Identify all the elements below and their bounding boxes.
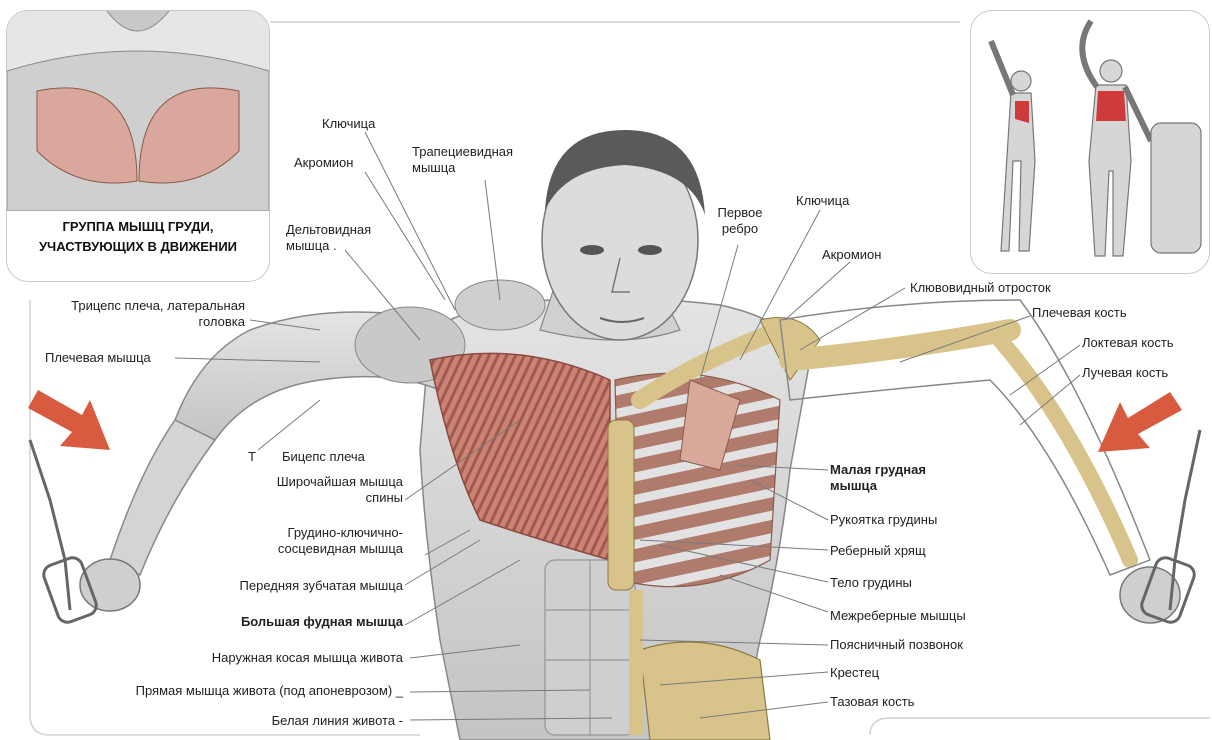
label-rebernyi: Реберный хрящ: [830, 543, 926, 559]
caption-line-1: ГРУППА МЫШЦ ГРУДИ,: [7, 217, 269, 237]
label-grudino: Грудино-ключично- сосцевидная мышца: [220, 525, 403, 557]
label-line: мышца: [830, 478, 926, 494]
label-luchevaya: Лучевая кость: [1082, 365, 1168, 381]
label-biceps: Бицепс плеча: [282, 449, 365, 465]
chest-closeup-illustration: [7, 11, 269, 211]
frame-right: [870, 718, 1210, 735]
eye-left: [580, 245, 604, 255]
label-line: Дельтовидная: [286, 222, 371, 238]
label-tazovaya: Тазовая кость: [830, 694, 914, 710]
label-klyuvovidny: Клювовидный отросток: [910, 280, 1051, 296]
label-pervoe-rebro: Первое ребро: [712, 205, 768, 237]
label-line: Трицепс плеча, латеральная: [30, 298, 245, 314]
label-plechevaya-myshtsa: Плечевая мышца: [45, 350, 151, 366]
caption: ГРУППА МЫШЦ ГРУДИ, УЧАСТВУЮЩИХ В ДВИЖЕНИ…: [7, 217, 269, 257]
sternum: [608, 420, 634, 590]
caption-line-2: УЧАСТВУЮЩИХ В ДВИЖЕНИИ: [7, 237, 269, 257]
label-line: Грудино-ключично-: [220, 525, 403, 541]
label-line: головка: [30, 314, 245, 330]
label-bolshaya: Большая фудная мышца: [180, 614, 403, 630]
label-line: мышца: [412, 160, 513, 176]
label-t-marker: Т: [248, 449, 256, 465]
label-line: Трапециевидная: [412, 144, 513, 160]
label-telo: Тело грудины: [830, 575, 912, 591]
label-line: Малая грудная: [830, 462, 926, 478]
label-perednyaya: Передняя зубчатая мышца: [200, 578, 403, 594]
label-akromion-right: Акромион: [822, 247, 881, 263]
label-klyuchitsa-top: Ключица: [322, 116, 375, 132]
label-akromion-left: Акромион: [294, 155, 353, 171]
label-naruzhnaya: Наружная косая мышца живота: [140, 650, 403, 666]
label-line: спины: [220, 490, 403, 506]
pull-direction-arrow-right-icon: [1098, 392, 1182, 452]
label-rukoyatka: Рукоятка грудины: [830, 512, 937, 528]
label-deltovidnaya: Дельтовидная мышца .: [286, 222, 371, 254]
label-klyuchitsa-right: Ключица: [796, 193, 849, 209]
label-triceps: Трицепс плеча, латеральная головка: [30, 298, 245, 330]
pelvis: [640, 642, 770, 740]
label-line: Первое: [712, 205, 768, 221]
eye-right: [638, 245, 662, 255]
chest-muscle-inset: ГРУППА МЫШЦ ГРУДИ, УЧАСТВУЮЩИХ В ДВИЖЕНИ…: [6, 10, 270, 282]
highlight-center: [1096, 91, 1126, 121]
label-line: ребро: [712, 221, 768, 237]
label-mezhrebernye: Межреберные мышцы: [830, 608, 966, 624]
full-body-figures: [971, 11, 1209, 273]
label-malaya: Малая грудная мышца: [830, 462, 926, 494]
label-krestets: Крестец: [830, 665, 879, 681]
label-line: мышца .: [286, 238, 371, 254]
label-line: сосцевидная мышца: [220, 541, 403, 557]
left-forearm: [110, 420, 215, 575]
label-line: Широчайшая мышца: [220, 474, 403, 490]
label-belaya: Белая линия живота -: [200, 713, 403, 729]
label-plechevaya-kost: Плечевая кость: [1032, 305, 1127, 321]
label-poyasnichnyi: Поясничный позвонок: [830, 637, 963, 653]
label-loktevaya: Локтевая кость: [1082, 335, 1174, 351]
full-body-inset: [970, 10, 1210, 274]
trapezius-shape: [455, 280, 545, 330]
label-pryamaya: Прямая мышца живота (под апоневрозом) _: [70, 683, 403, 699]
label-shirochaishaya: Широчайшая мышца спины: [220, 474, 403, 506]
label-trapetsievidnaya: Трапециевидная мышца: [412, 144, 513, 176]
pull-direction-arrow-left-icon: [28, 390, 110, 450]
